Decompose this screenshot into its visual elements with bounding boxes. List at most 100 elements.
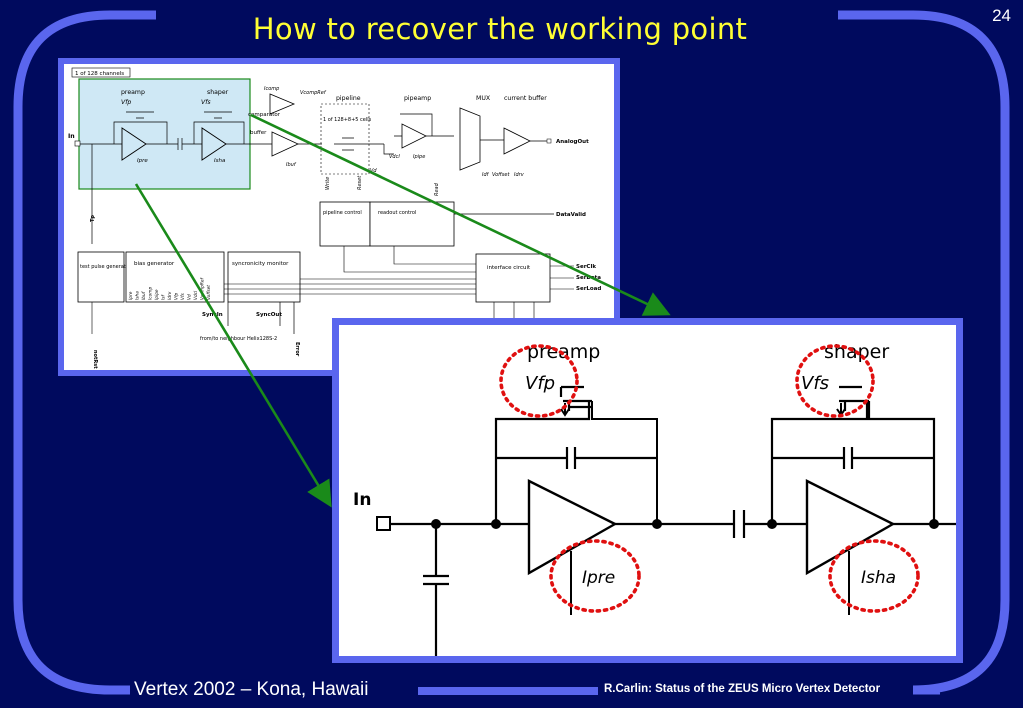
vfp-marker-circle <box>499 344 579 418</box>
zoom-in-label: In <box>353 490 371 510</box>
small-vfp-label: Vfp <box>121 99 131 106</box>
zoom-vfs-label: Vfs <box>801 373 829 394</box>
reset-label: Reset <box>357 175 363 190</box>
frame-left-arc <box>13 10 156 695</box>
bias-item: Voffset <box>206 285 212 300</box>
current-buffer-triangle <box>503 127 531 155</box>
bias-item: Vfs <box>180 293 186 300</box>
buffer-triangle <box>271 131 299 157</box>
bias-generator-label: bias generator <box>134 261 175 267</box>
in-pad <box>376 516 391 531</box>
sync-monitor-box <box>227 251 301 303</box>
small-isha-label: Isha <box>214 158 226 164</box>
bus-lines <box>224 246 574 295</box>
input-shunt-cap <box>423 524 449 656</box>
junction-dots <box>431 519 939 529</box>
shaper-feedback-cap <box>772 447 934 469</box>
small-shaper-feedback <box>193 111 245 144</box>
channel-header-label: 1 of 128 channels <box>75 71 124 77</box>
pipeline-cell-box <box>320 103 370 175</box>
idf-label: Idf <box>482 172 490 178</box>
footer-bar-middle <box>418 687 598 695</box>
bias-item: Vdcl <box>193 290 199 300</box>
footer-author: R.Carlin: Status of the ZEUS Micro Verte… <box>604 683 881 695</box>
bias-item: Isha <box>135 291 141 300</box>
pipeamp-label: pipeamp <box>404 95 431 102</box>
preamp-fet <box>494 385 592 524</box>
pipeamp-wires <box>394 113 454 137</box>
test-pulse-box <box>77 251 125 303</box>
sync-monitor-label: syncronicity monitor <box>232 261 289 267</box>
preamp-feedback-loop <box>591 401 658 524</box>
zoom-isha-label: Isha <box>861 568 896 588</box>
isha-marker-circle <box>828 539 920 613</box>
bias-item: Isf <box>161 293 167 300</box>
current-buffer-label: current buffer <box>504 95 547 102</box>
buffer-label: buffer <box>250 130 267 136</box>
shaper-fet <box>770 385 936 524</box>
vcompref-label: VcompRef <box>300 90 327 96</box>
bias-item: Idrv <box>167 291 173 300</box>
bias-item: Ibuf <box>141 290 147 300</box>
ibuf-label: Ibuf <box>286 162 297 168</box>
pipeline-control-box <box>319 201 371 247</box>
zoom-preamp-label: preamp <box>527 341 600 363</box>
bias-item: VcompRef <box>200 277 206 300</box>
readout-control-box <box>369 201 455 247</box>
slide-number: 24 <box>992 6 1011 25</box>
small-vfs-label: Vfs <box>201 99 211 106</box>
syncout-label: SyncOut <box>256 312 282 318</box>
mux-shape <box>459 107 481 171</box>
bias-item: Vfp <box>174 293 180 300</box>
slide-title: How to recover the working point <box>252 12 748 46</box>
small-shaper-label: shaper <box>207 89 229 96</box>
small-preamp-feedback <box>113 111 168 144</box>
channel-header-box <box>71 67 131 78</box>
pipeline-label: pipeline <box>336 95 361 102</box>
zoom-vfp-label: Vfp <box>525 373 555 394</box>
footer-conference: Vertex 2002 – Kona, Hawaii <box>134 679 369 700</box>
bias-generator-box <box>125 251 225 303</box>
arrow-to-zoom-right <box>250 113 671 316</box>
notrst-label: notRst <box>92 350 98 369</box>
small-preamp-label: preamp <box>121 89 145 96</box>
icomp-label: Icomp <box>264 86 279 92</box>
zoom-schematic: preamp shaper Vfp Vfs Ipre Isha In <box>339 325 956 656</box>
serload-label: SerLoad <box>576 286 601 292</box>
small-in-label: In <box>68 133 75 140</box>
write-label: Write <box>325 177 331 190</box>
pipeline-control-label: pipeline control <box>323 210 362 216</box>
bias-item: Ipre <box>128 291 134 300</box>
sync-wires <box>227 302 295 334</box>
bias-item: Ipipe <box>154 289 160 300</box>
tp-label: Tp <box>90 215 96 222</box>
neighbour-label: from/to neighbour Helix128S-2 <box>200 336 277 342</box>
small-in-pad <box>74 140 81 147</box>
test-pulse-label: test pulse generator <box>80 264 132 270</box>
ipipe-label: Ipipe <box>413 154 425 160</box>
zoom-ipre-label: Ipre <box>582 568 615 588</box>
bias-item: Vd <box>187 294 193 300</box>
vfs-marker-circle <box>795 344 875 418</box>
idrv-label: Idrv <box>514 172 525 178</box>
comparator-label: comparator <box>248 112 281 118</box>
analog-out-label: AnalogOut <box>556 139 589 145</box>
interface-circuit-label: interface circuit <box>487 265 531 271</box>
voffset-label: Voffset <box>492 172 510 178</box>
small-signal-line <box>78 138 272 244</box>
highlight-region <box>78 78 251 190</box>
bias-item: Icomp <box>148 287 154 300</box>
preamp-amplifier <box>527 479 618 576</box>
preamp-feedback-cap <box>496 447 657 469</box>
frame-right-arc <box>838 10 1010 695</box>
vd-label: Vd <box>370 168 377 174</box>
read-label: Read <box>434 182 440 196</box>
serdata-label: SerData <box>576 275 601 281</box>
readout-control-label: readout control <box>378 210 416 216</box>
small-ipre-label: Ipre <box>137 158 148 164</box>
vdcl-label: Vdcl <box>389 154 400 160</box>
ipre-marker-circle <box>549 539 641 613</box>
